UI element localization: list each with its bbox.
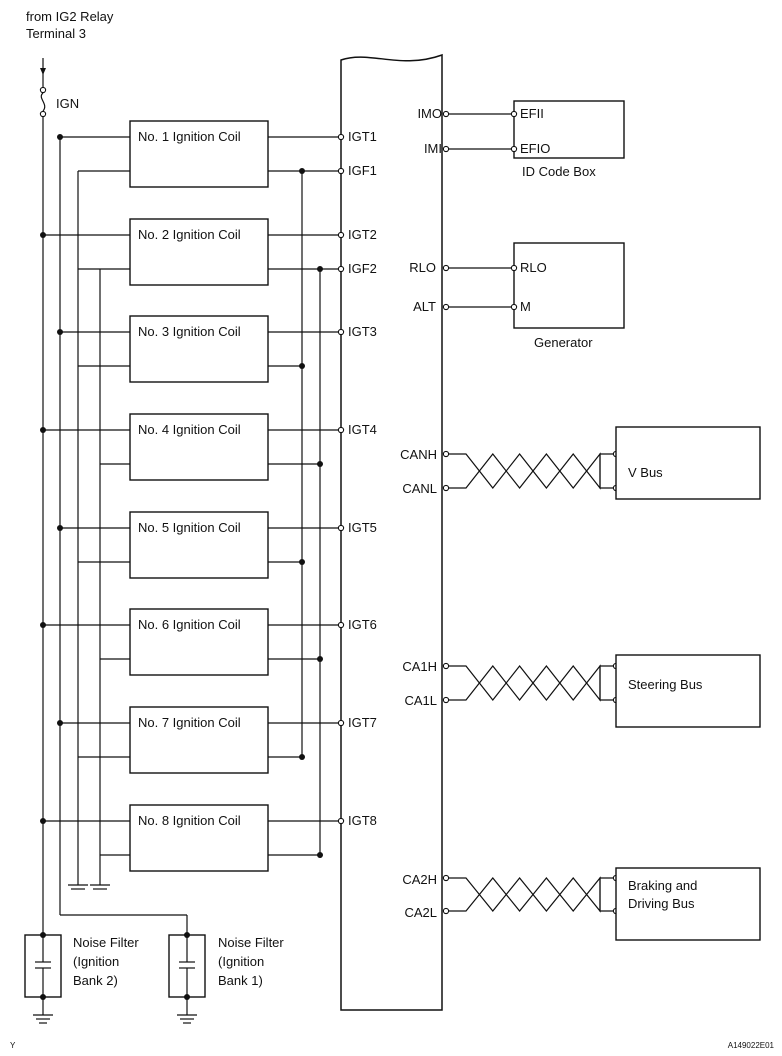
steering-bus-label: Steering Bus [628,677,703,692]
pin-ca1h: CA1H [402,659,437,674]
v-bus-label: V Bus [628,465,663,480]
ecu-outline [340,53,443,1011]
steering-bus-box [615,654,761,728]
braking-bus-label-line1: Braking and [628,878,697,893]
pin-efio: EFIO [520,141,550,156]
source-label-line2: Terminal 3 [26,26,86,41]
pin-imi: IMI [424,141,442,156]
coil-4-label: No. 4 Ignition Coil [138,422,241,437]
noise-filter-1-line3: Bank 1) [218,973,263,988]
noise-filter-2-line1: Noise Filter [73,935,139,950]
pin-canh: CANH [400,447,437,462]
noise-filter-2-line3: Bank 2) [73,973,118,988]
braking-driving-bus-box [615,867,761,941]
braking-driving-bus-wiring [442,867,761,941]
pin-ca2l: CA2L [404,905,437,920]
ign-fuse-label: IGN [56,96,79,111]
pin-igt4: IGT4 [348,422,377,437]
pin-igf2: IGF2 [348,261,377,276]
braking-bus-label-line2: Driving Bus [628,896,695,911]
supply-arrow [40,58,46,88]
coil-8-label: No. 8 Ignition Coil [138,813,241,828]
pin-gen-rlo: RLO [520,260,547,275]
ignition-coil-1: No. 1 Ignition Coil IGT1 [57,120,377,188]
coil-2-label: No. 2 Ignition Coil [138,227,241,242]
noise-filter-2-line2: (Ignition [73,954,119,969]
v-bus-box [615,426,761,500]
ground-symbols-left [68,884,110,890]
pin-igt2: IGT2 [348,227,377,242]
ignition-coil-3: No. 3 Ignition Coil IGT3 [57,315,377,383]
coil-5-label: No. 5 Ignition Coil [138,520,241,535]
ignition-coil-2: No. 2 Ignition Coil IGT2 [40,218,377,286]
id-code-box-label: ID Code Box [522,164,596,179]
pin-efii: EFII [520,106,544,121]
ignition-coil-4: No. 4 Ignition Coil IGT4 [40,413,377,481]
figure-code: A149022E01 [728,1041,775,1050]
pin-ca2h: CA2H [402,872,437,887]
pin-imo: IMO [417,106,442,121]
noise-filter-bank-2 [24,932,62,1024]
pin-rlo: RLO [409,260,436,275]
noise-filter-bank-1 [168,932,206,1024]
pin-igt7: IGT7 [348,715,377,730]
noise-filter-1-line1: Noise Filter [218,935,284,950]
pin-gen-m: M [520,299,531,314]
generator-box [442,242,625,329]
pin-alt: ALT [413,299,436,314]
steering-bus-wiring [442,654,761,728]
id-code-box [442,100,625,159]
v-bus-wiring [442,426,761,500]
footer-left: Y [10,1041,16,1050]
pin-igt6: IGT6 [348,617,377,632]
coil-1-label: No. 1 Ignition Coil [138,129,241,144]
coil-6-label: No. 6 Ignition Coil [138,617,241,632]
ignition-coil-6: No. 6 Ignition Coil IGT6 [40,608,377,676]
coil-3-label: No. 3 Ignition Coil [138,324,241,339]
pin-canl: CANL [402,481,437,496]
pin-igt1: IGT1 [348,129,377,144]
communication-buses [442,426,761,941]
ignition-coil-7: No. 7 Ignition Coil IGT7 [57,706,377,774]
pin-igf1: IGF1 [348,163,377,178]
pin-igt5: IGT5 [348,520,377,535]
pin-ca1l: CA1L [404,693,437,708]
noise-filter-1-line2: (Ignition [218,954,264,969]
coil-7-label: No. 7 Ignition Coil [138,715,241,730]
ignition-coil-5: No. 5 Ignition Coil IGT5 [57,511,377,579]
pin-igt3: IGT3 [348,324,377,339]
pin-igt8: IGT8 [348,813,377,828]
source-label-line1: from IG2 Relay [26,9,114,24]
ignition-coil-8: No. 8 Ignition Coil IGT8 [40,804,377,872]
ign-fuse-icon [39,86,47,118]
generator-label: Generator [534,335,593,350]
